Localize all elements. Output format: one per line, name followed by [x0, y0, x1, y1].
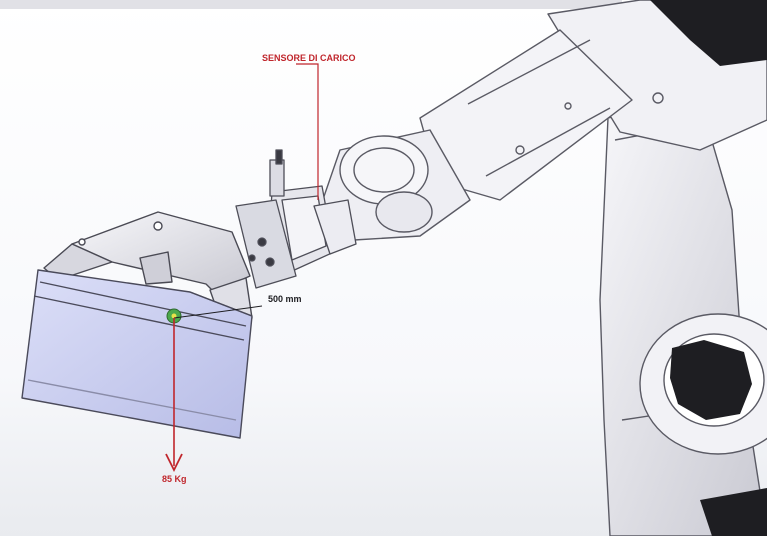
load-label: 85 Kg [162, 474, 187, 484]
gripper-frame [43, 211, 253, 331]
battery-load [21, 269, 253, 439]
annotation-lines [173, 63, 319, 466]
load-sensor-assembly [235, 149, 357, 289]
load-arrowhead [165, 453, 183, 473]
sensor-label: SENSORE DI CARICO [262, 53, 356, 63]
top-band [0, 0, 622, 9]
robot-motor-caps [650, 0, 767, 536]
distance-label: 500 mm [268, 294, 302, 304]
